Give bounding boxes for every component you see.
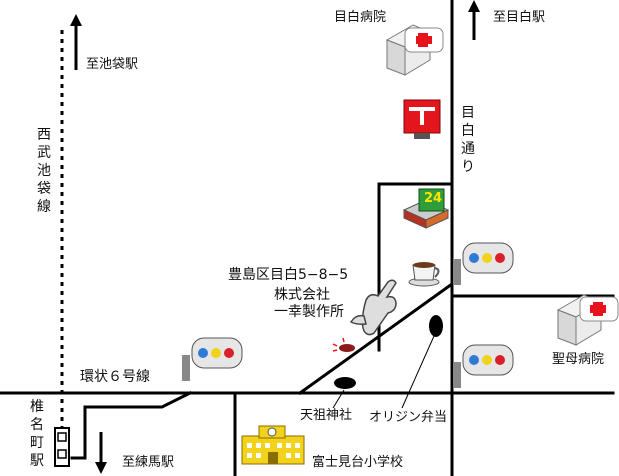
arrow-up-icon bbox=[468, 0, 480, 40]
pointing-hand-icon bbox=[349, 279, 397, 336]
bento-shop-marker bbox=[429, 315, 443, 337]
mejiro-dori-label: 目白通り bbox=[461, 105, 475, 175]
seibo-hospital-label: 聖母病院 bbox=[552, 352, 605, 367]
school-icon bbox=[241, 425, 305, 465]
convenience-store-icon bbox=[402, 188, 450, 229]
arrow-down-icon bbox=[95, 432, 107, 474]
to-nerima-station-label: 至練馬駅 bbox=[122, 455, 175, 470]
arrow-up-icon bbox=[70, 14, 82, 70]
to-ikebukuro-station-label: 至池袋駅 bbox=[86, 57, 139, 72]
company-name-line2: 一幸製作所 bbox=[274, 304, 344, 320]
origin-bento-label: オリジン弁当 bbox=[369, 410, 448, 425]
tenso-shrine-label: 天祖神社 bbox=[300, 408, 353, 423]
kanjo6-label: 環状６号線 bbox=[80, 369, 150, 385]
traffic-light-icon bbox=[182, 337, 243, 381]
shiinamachi-station-label: 椎名町駅 bbox=[30, 399, 44, 469]
to-mejiro-station-label: 至目白駅 bbox=[493, 10, 546, 25]
shrine-marker bbox=[334, 377, 356, 389]
seibu-ikebukuro-line-label: 西武池袋線 bbox=[37, 127, 51, 215]
post-box-icon bbox=[403, 99, 441, 139]
address-label: 豊島区目白5−8−5 bbox=[228, 267, 349, 283]
location-marker-icon bbox=[332, 337, 355, 352]
company-name-line1: 株式会社 bbox=[274, 287, 330, 303]
store-sign-label: 24 bbox=[424, 191, 443, 206]
hospital-icon bbox=[556, 294, 619, 346]
coffee-cup-icon bbox=[408, 262, 440, 287]
traffic-light-icon bbox=[453, 344, 514, 388]
shiinamachi-station-icon bbox=[54, 427, 70, 467]
fujimidai-school-label: 富士見台小学校 bbox=[312, 455, 404, 470]
hospital-icon bbox=[385, 24, 444, 76]
traffic-light-icon bbox=[453, 242, 514, 285]
mejiro-hospital-label: 目白病院 bbox=[334, 10, 387, 25]
